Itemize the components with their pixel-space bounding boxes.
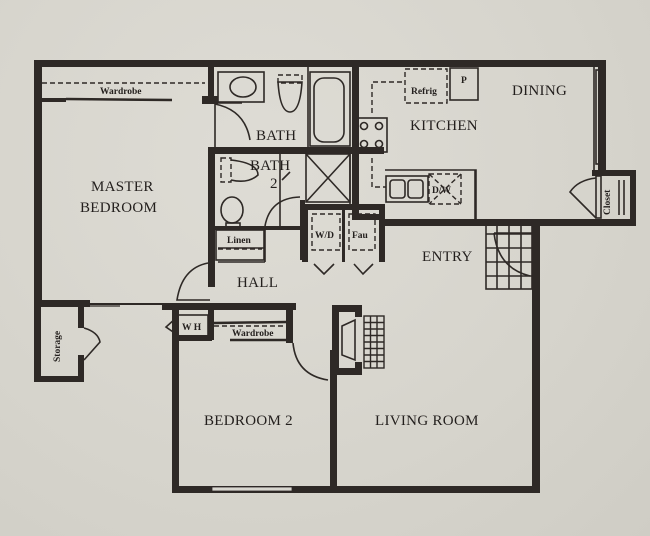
master-bottom-slider (88, 303, 162, 307)
linen-label: Linen (227, 236, 251, 246)
water-heater: W H (177, 314, 209, 338)
bath2-label-line1: BATH (250, 158, 290, 174)
storage-label: Storage (53, 331, 63, 362)
bedroom2-label: BEDROOM 2 (204, 413, 293, 429)
partitions (215, 67, 595, 263)
room-labels: MASTER BEDROOM BATH BATH 2 KITCHEN DININ… (80, 83, 567, 429)
bath2-label-line2: 2 (270, 176, 278, 192)
linen-closet: Linen (215, 229, 265, 261)
entry-label: ENTRY (422, 249, 473, 265)
closet-label: Closet (603, 189, 613, 215)
bath-fixtures (214, 71, 351, 147)
furnace-label: Fau (352, 231, 369, 241)
bath2-fixtures (220, 153, 351, 228)
dishwasher-label: D/W (432, 186, 452, 196)
walls (34, 60, 636, 493)
bath-label: BATH (256, 128, 296, 144)
master-bedroom-label-line2: BEDROOM (80, 200, 157, 216)
bedroom2-wardrobe: Wardrobe (213, 320, 287, 342)
master-wardrobe: Wardrobe (42, 82, 205, 102)
washer-dryer-label: W/D (315, 231, 334, 241)
water-heater-label: W H (182, 323, 202, 333)
wardrobe-bedroom2-label: Wardrobe (232, 329, 274, 339)
entry-tile (485, 219, 533, 290)
living-room-label: LIVING ROOM (375, 413, 479, 429)
kitchen-label: KITCHEN (410, 118, 478, 134)
pantry-label: P (461, 76, 467, 86)
kitchen-fixtures: Refrig P D/W (356, 67, 479, 219)
dining-label: DINING (512, 83, 567, 99)
wardrobe-label: Wardrobe (100, 87, 142, 97)
hall-label: HALL (237, 275, 278, 291)
utility-closets: W/D Fau (311, 213, 376, 276)
closet: Closet (568, 69, 625, 219)
door-swings (83, 262, 329, 381)
fireplace (341, 315, 385, 369)
refrigerator-label: Refrig (411, 87, 437, 97)
master-bedroom-label-line1: MASTER (91, 179, 154, 195)
bedroom2-window (211, 486, 293, 492)
